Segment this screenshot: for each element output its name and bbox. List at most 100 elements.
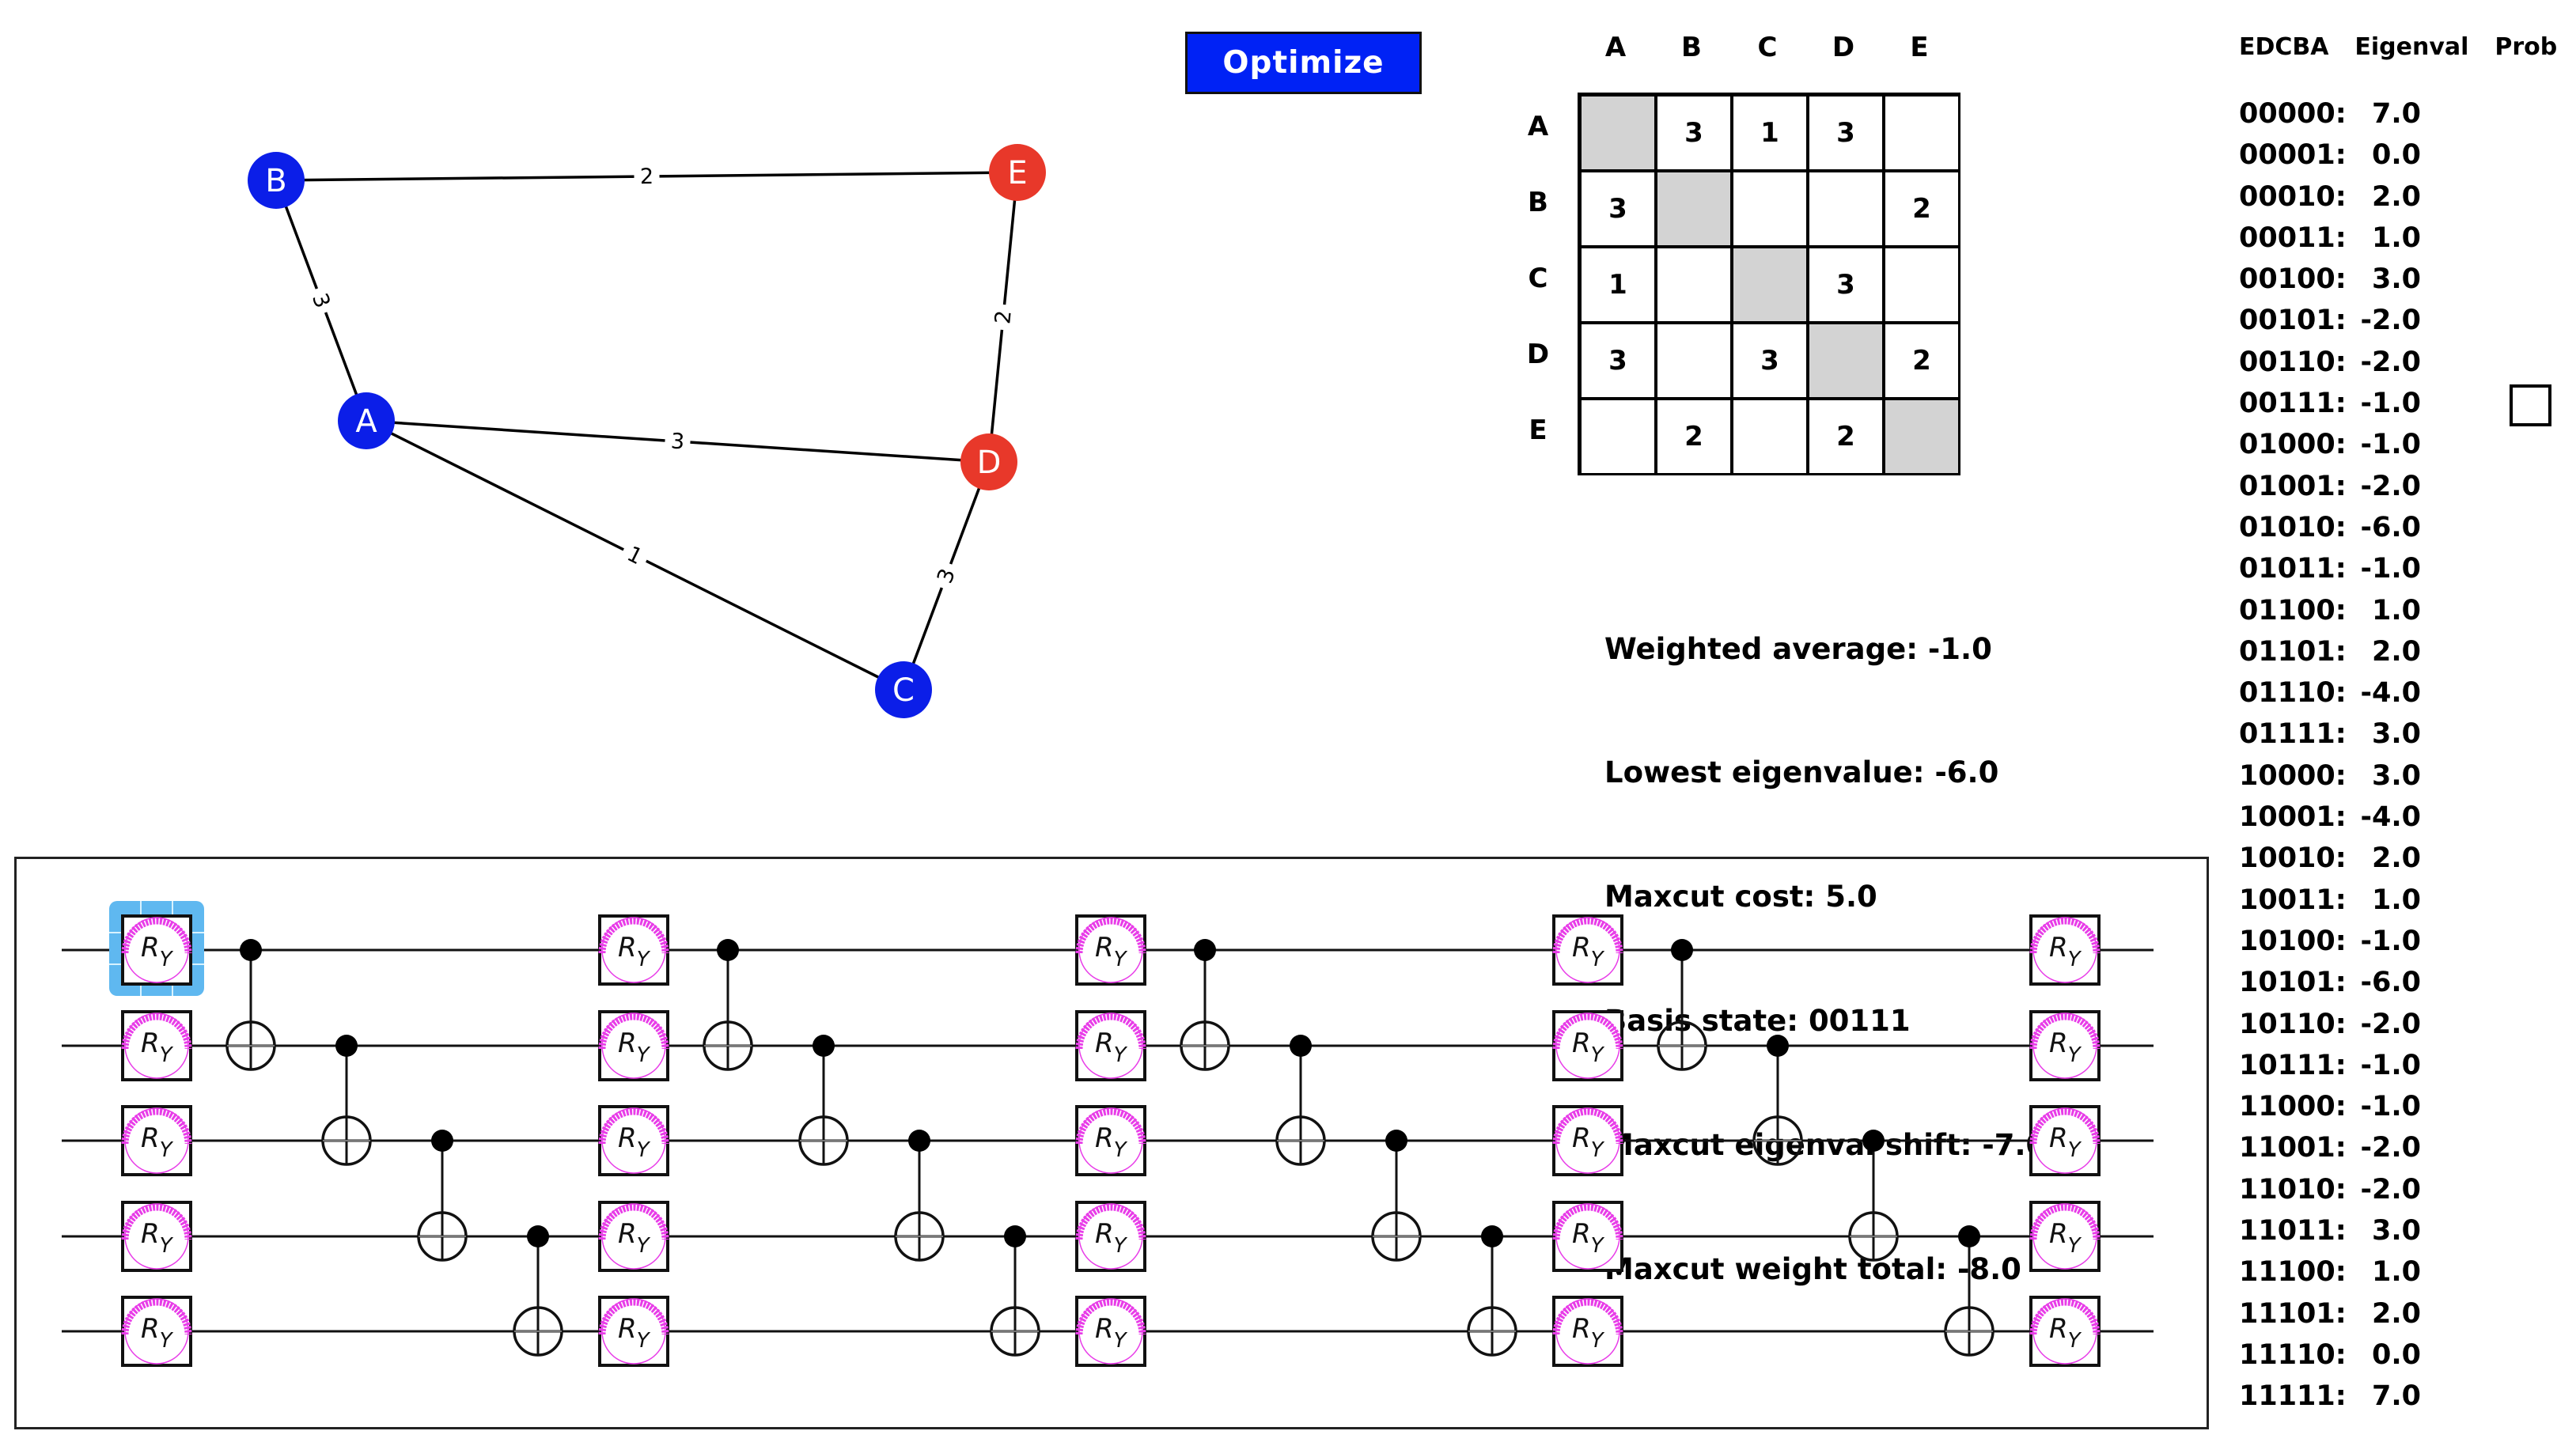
cnot-gate[interactable] (225, 939, 276, 1071)
basis-state: 01100: (2239, 594, 2347, 626)
ry-gate[interactable]: RY (1075, 914, 1146, 986)
cnot-gate[interactable] (417, 1130, 468, 1262)
graph-node-D[interactable]: D (960, 433, 1017, 490)
eigen-row: 00001: 0.0 (2239, 134, 2421, 176)
ry-gate[interactable]: RY (121, 1201, 192, 1272)
matrix-cell[interactable] (1808, 323, 1884, 399)
ry-gate[interactable]: RY (121, 1010, 192, 1081)
matrix-cell[interactable] (1884, 399, 1960, 475)
basis-state: 10100: (2239, 925, 2347, 957)
cnot-gate[interactable] (1467, 1225, 1517, 1357)
matrix-cell[interactable]: 3 (1580, 323, 1656, 399)
ry-gate[interactable]: RY (1075, 1296, 1146, 1367)
matrix-cell[interactable] (1656, 323, 1732, 399)
ry-gate[interactable]: RY (2029, 914, 2101, 986)
cnot-gate[interactable] (1275, 1035, 1326, 1166)
matrix-cell[interactable]: 2 (1656, 399, 1732, 475)
ry-gate[interactable]: RY (109, 901, 204, 996)
eigenvalue: 3.0 (2371, 759, 2421, 792)
ry-gate[interactable]: RY (1552, 914, 1623, 986)
ry-gate[interactable]: RY (2029, 1201, 2101, 1272)
cnot-gate[interactable] (513, 1225, 563, 1357)
cnot-gate[interactable] (1180, 939, 1230, 1071)
eigenvalue: -1.0 (2360, 388, 2421, 420)
ry-gate[interactable]: RY (2029, 1010, 2101, 1081)
ry-gate[interactable]: RY (1075, 1201, 1146, 1272)
eigenvalue: 2.0 (2371, 180, 2421, 213)
cnot-gate[interactable] (1848, 1130, 1899, 1262)
ry-gate[interactable]: RY (598, 1201, 669, 1272)
matrix-cell[interactable] (1656, 171, 1732, 247)
matrix-cell[interactable] (1732, 399, 1808, 475)
eigen-row: 10100:-1.0 (2239, 921, 2421, 962)
ry-gate[interactable]: RY (1552, 1105, 1623, 1176)
matrix-cell[interactable] (1884, 95, 1960, 171)
eigen-row: 00110:-2.0 (2239, 342, 2421, 383)
cnot-gate[interactable] (703, 939, 753, 1071)
eigen-row: 01001:-2.0 (2239, 466, 2421, 507)
ry-gate[interactable]: RY (1075, 1010, 1146, 1081)
matrix-cell[interactable] (1732, 171, 1808, 247)
prob-checkbox[interactable] (2510, 384, 2551, 426)
cnot-gate[interactable] (798, 1035, 849, 1166)
ry-gate[interactable]: RY (598, 1296, 669, 1367)
eigen-row: 10110:-2.0 (2239, 1004, 2421, 1045)
ry-gate[interactable]: RY (598, 914, 669, 986)
matrix-cell[interactable] (1808, 171, 1884, 247)
matrix-cell[interactable]: 3 (1656, 95, 1732, 171)
ry-gate[interactable]: RY (1552, 1296, 1623, 1367)
ry-gate[interactable]: RY (2029, 1296, 2101, 1367)
matrix-cell[interactable] (1580, 95, 1656, 171)
edge-weight-label: 2 (640, 165, 654, 189)
ry-gate[interactable]: RY (2029, 1105, 2101, 1176)
optimize-button[interactable]: Optimize (1185, 32, 1422, 94)
ry-gate[interactable]: RY (1075, 1105, 1146, 1176)
ry-gate[interactable]: RY (1552, 1201, 1623, 1272)
header-prob: Prob (2495, 33, 2558, 61)
graph-node-A[interactable]: A (338, 392, 395, 449)
basis-state: 11100: (2239, 1256, 2347, 1289)
cnot-gate[interactable] (1371, 1130, 1422, 1262)
cnot-gate[interactable] (321, 1035, 372, 1166)
basis-state: 11000: (2239, 1091, 2347, 1123)
ry-gate[interactable]: RY (121, 1105, 192, 1176)
matrix-cell[interactable]: 2 (1884, 171, 1960, 247)
matrix-cell[interactable]: 1 (1580, 247, 1656, 323)
eigen-row: 01100:1.0 (2239, 590, 2421, 631)
graph-node-E[interactable]: E (989, 144, 1046, 201)
cnot-gate[interactable] (990, 1225, 1040, 1357)
eigen-row: 00010:2.0 (2239, 176, 2421, 218)
node-label: A (355, 403, 377, 440)
matrix-cell[interactable]: 3 (1732, 323, 1808, 399)
matrix-cell[interactable] (1732, 247, 1808, 323)
matrix-cell[interactable] (1580, 399, 1656, 475)
matrix-row-header: A (1527, 111, 1549, 142)
basis-state: 10000: (2239, 759, 2347, 792)
cnot-gate[interactable] (1944, 1225, 1995, 1357)
matrix-cell[interactable] (1884, 247, 1960, 323)
eigenvalue: 0.0 (2371, 139, 2421, 172)
cnot-gate[interactable] (894, 1130, 945, 1262)
eigenvalue: 1.0 (2371, 1256, 2421, 1289)
basis-state: 11101: (2239, 1297, 2347, 1330)
eigen-row: 10010:2.0 (2239, 838, 2421, 879)
graph-node-C[interactable]: C (875, 661, 932, 718)
matrix-cell[interactable]: 3 (1808, 247, 1884, 323)
cnot-gate[interactable] (1657, 939, 1707, 1071)
matrix-cell[interactable] (1656, 247, 1732, 323)
ry-gate[interactable]: RY (598, 1010, 669, 1081)
matrix-cell[interactable]: 3 (1808, 95, 1884, 171)
matrix-cell[interactable]: 2 (1808, 399, 1884, 475)
matrix-cell[interactable]: 3 (1580, 171, 1656, 247)
graph-node-B[interactable]: B (248, 152, 305, 209)
ry-gate[interactable]: RY (1552, 1010, 1623, 1081)
eigen-row: 00100:3.0 (2239, 259, 2421, 300)
cnot-gate[interactable] (1752, 1035, 1803, 1166)
ry-gate[interactable]: RY (121, 1296, 192, 1367)
matrix-cell[interactable]: 2 (1884, 323, 1960, 399)
basis-state: 01011: (2239, 553, 2347, 585)
basis-state: 00001: (2239, 139, 2347, 172)
ry-gate[interactable]: RY (598, 1105, 669, 1176)
matrix-cell[interactable]: 1 (1732, 95, 1808, 171)
